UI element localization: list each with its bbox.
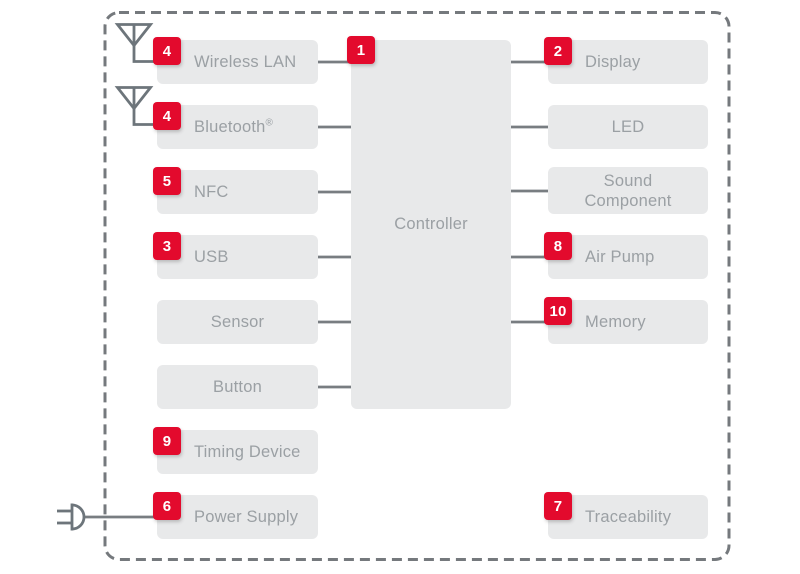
badge-memory: 10 bbox=[544, 297, 572, 325]
block-label: Air Pump bbox=[585, 247, 655, 266]
block-label: Controller bbox=[394, 215, 468, 233]
block-air-pump: 8 Air Pump bbox=[544, 232, 708, 279]
block-label: Sensor bbox=[210, 312, 265, 331]
block-label: Wireless LAN bbox=[194, 52, 297, 71]
antenna-icon bbox=[114, 23, 155, 63]
block-label: Sound Component bbox=[584, 171, 672, 210]
block-power-supply: 6 Power Supply bbox=[153, 492, 318, 539]
block-button: Button bbox=[157, 365, 318, 409]
block-label: Memory bbox=[585, 312, 646, 331]
antenna-mast bbox=[132, 87, 155, 126]
block-label: LED bbox=[611, 117, 645, 136]
badge-usb: 3 bbox=[153, 232, 181, 260]
plug-body-round bbox=[71, 503, 86, 531]
block-timing-device: 9 Timing Device bbox=[153, 427, 318, 474]
badge-bluetooth: 4 bbox=[153, 102, 181, 130]
badge-traceability: 7 bbox=[544, 492, 572, 520]
badge-controller: 1 bbox=[347, 36, 375, 64]
badge-timing-device: 9 bbox=[153, 427, 181, 455]
block-usb: 3 USB bbox=[153, 232, 318, 279]
block-display: 2 Display bbox=[544, 37, 708, 84]
block-bluetooth: 4 Bluetooth® bbox=[153, 102, 318, 149]
antenna-mast bbox=[132, 24, 155, 63]
badge-air-pump: 8 bbox=[544, 232, 572, 260]
block-label: Display bbox=[585, 52, 641, 71]
block-label: Power Supply bbox=[194, 507, 299, 526]
block-label: NFC bbox=[194, 182, 229, 201]
block-label: Button bbox=[213, 377, 262, 396]
power-plug-icon bbox=[57, 503, 86, 531]
block-controller: 1 Controller bbox=[347, 36, 511, 409]
block-sensor: Sensor bbox=[157, 300, 318, 344]
block-traceability: 7 Traceability bbox=[544, 492, 708, 539]
block-label: Bluetooth® bbox=[194, 117, 274, 136]
block-label: Timing Device bbox=[194, 442, 301, 461]
block-label: USB bbox=[194, 247, 229, 266]
block-sound-component: Sound Component bbox=[548, 167, 708, 214]
block-memory: 10 Memory bbox=[544, 297, 708, 344]
block-wireless-lan: 4 Wireless LAN bbox=[153, 37, 318, 84]
badge-display: 2 bbox=[544, 37, 572, 65]
registered-trademark: ® bbox=[265, 117, 274, 128]
badge-power-supply: 6 bbox=[153, 492, 181, 520]
dashed-border bbox=[103, 11, 731, 561]
block-label: Traceability bbox=[585, 507, 672, 526]
badge-nfc: 5 bbox=[153, 167, 181, 195]
block-led: LED bbox=[548, 105, 708, 149]
connector-lines bbox=[84, 60, 549, 519]
badge-wireless-lan: 4 bbox=[153, 37, 181, 65]
antenna-icon bbox=[114, 86, 155, 126]
block-nfc: 5 NFC bbox=[153, 167, 318, 214]
